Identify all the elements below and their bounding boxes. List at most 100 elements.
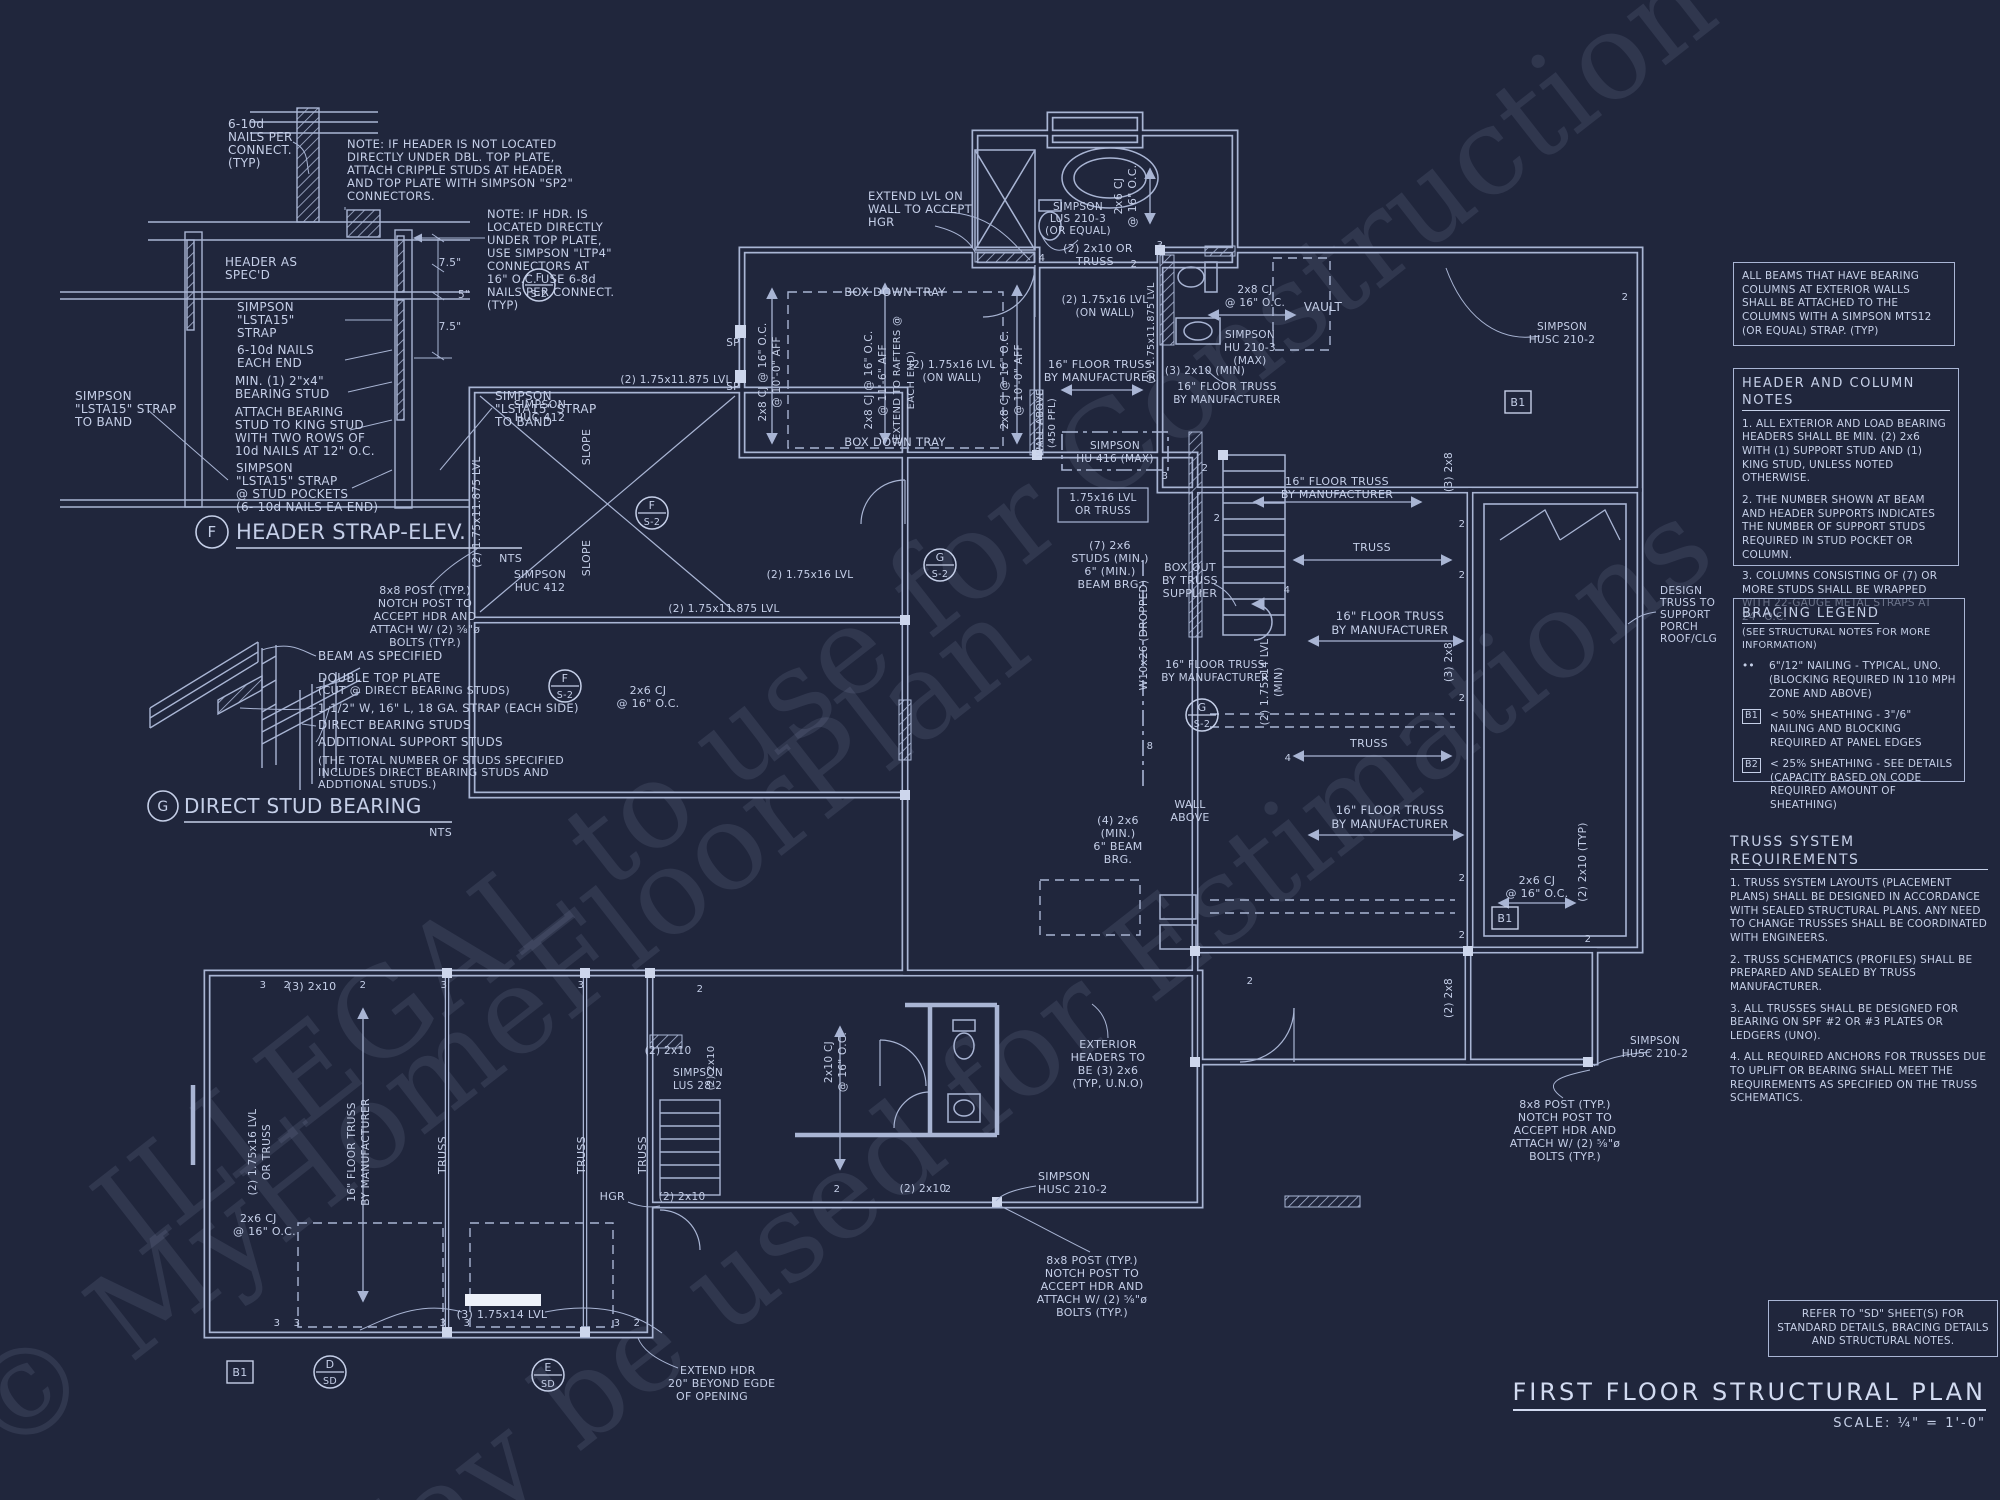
plan-label: CONNECTORS.: [347, 189, 435, 203]
svg-text:F: F: [562, 672, 569, 685]
plan-label: BOX OUT: [1164, 561, 1216, 574]
plan-label: TRUSS: [1352, 541, 1391, 554]
plan-label: 16" FLOOR TRUSS: [346, 1102, 358, 1201]
plan-label: TO BAND: [494, 415, 552, 429]
plan-label: (3) 2x10 (MIN): [1165, 365, 1245, 377]
bracing-legend: BRACING LEGEND (SEE STRUCTURAL NOTES FOR…: [1733, 598, 1965, 811]
legend-row: •• 6"/12" NAILING - TYPICAL, UNO. (BLOCK…: [1742, 660, 1956, 701]
plan-label: 3: [1157, 240, 1164, 251]
plan-label: ADDITIONAL SUPPORT STUDS: [318, 735, 503, 749]
plan-label: (2) 2x10: [900, 1183, 947, 1195]
svg-text:HEADER STRAP-ELEV.: HEADER STRAP-ELEV.: [236, 520, 466, 544]
beam-attachment-note-text: ALL BEAMS THAT HAVE BEARING COLUMNS AT E…: [1742, 270, 1932, 337]
plan-label: HU 416 (MAX): [1076, 453, 1154, 465]
detail-f-title: F HEADER STRAP-ELEV. NTS: [195, 515, 522, 565]
plan-label: 2x6 CJ: [240, 1212, 277, 1225]
detail-marker: GS-2: [1185, 698, 1219, 732]
plan-label: 16" FLOOR TRUSS: [1336, 803, 1444, 817]
svg-text:NTS: NTS: [499, 552, 522, 565]
bracing-legend-title: BRACING LEGEND: [1742, 606, 1880, 624]
plan-label: SLOPE: [580, 540, 593, 576]
plan-label: TRUSS: [436, 1136, 449, 1175]
plan-label: AND TOP PLATE WITH SIMPSON "SP2": [347, 176, 573, 190]
plan-label: 16" FLOOR TRUSS: [1285, 475, 1389, 488]
svg-text:SD: SD: [541, 1379, 555, 1390]
plan-label: 10d NAILS AT 12" O.C.: [235, 444, 375, 458]
titleblock: FIRST FLOOR STRUCTURAL PLAN SCALE: ¼" = …: [1512, 1378, 1986, 1431]
b2-symbol: B2: [1742, 758, 1761, 773]
note-item: 1. ALL EXTERIOR AND LOAD BEARING HEADERS…: [1742, 417, 1946, 485]
plan-label: SIMPSON: [1225, 329, 1275, 341]
plan-label: INCLUDES DIRECT BEARING STUDS AND: [318, 766, 549, 779]
plan-label: W10x26 (DROPPED): [1138, 580, 1150, 691]
svg-text:B1: B1: [1497, 912, 1512, 925]
plan-label: BE (3) 2x6: [1078, 1064, 1139, 1077]
plan-label: SIMPSON: [495, 389, 552, 403]
plan-label: "LSTA15" STRAP: [75, 402, 176, 416]
plan-label: HU 210-3: [1224, 342, 1276, 354]
plan-label: 8x8 POST (TYP.): [1519, 1098, 1610, 1111]
plan-label: (CUT @ DIRECT BEARING STUDS): [318, 684, 510, 697]
plan-label: 6" BEAM: [1093, 840, 1142, 853]
bracing-marker: B1: [226, 1360, 254, 1384]
plan-label: (2) 1.75x16 LVL: [247, 1109, 259, 1196]
plan-label: TRUSS: [1349, 737, 1388, 750]
note-item: 3. ALL TRUSSES SHALL BE DESIGNED FOR BEA…: [1730, 1002, 1959, 1042]
island-outline: [1039, 879, 1141, 936]
plan-label: (MAX): [1233, 355, 1266, 367]
plan-label: SUPPORT: [1660, 609, 1711, 621]
svg-text:S-2: S-2: [932, 569, 948, 580]
plan-label: 3: [260, 980, 267, 991]
plan-label: (2) 1.75x11.875 LVL: [471, 456, 483, 567]
sink: [1175, 317, 1221, 345]
box-down-tray-outline: [787, 291, 1004, 449]
plan-label: BY MANUFACTURER: [1281, 488, 1393, 501]
bracing-marker: B1: [1504, 390, 1532, 414]
detail-marker: FS-2: [635, 496, 669, 530]
svg-text:NTS: NTS: [429, 826, 452, 839]
detail-marker: GS-2: [923, 548, 957, 582]
plan-label: ACCEPT HDR AND: [1514, 1124, 1617, 1137]
plan-label: 3: [614, 1318, 621, 1329]
dropped-beam: [1061, 431, 1169, 790]
legend-text: 6"/12" NAILING - TYPICAL, UNO. (BLOCKING…: [1769, 660, 1956, 700]
plan-label: 3: [578, 980, 585, 991]
plan-label: SIMPSON: [1537, 321, 1587, 333]
svg-text:F: F: [208, 523, 217, 541]
stud-pockets: [442, 245, 1593, 1337]
sink: [947, 1093, 981, 1123]
plan-label: 3: [441, 980, 448, 991]
plan-label: STUD TO KING STUD: [235, 418, 364, 432]
plan-label: EACH END): [906, 351, 917, 410]
plan-label: 6" (MIN.): [1084, 565, 1135, 578]
highlighted-beam: [465, 1294, 541, 1306]
plan-label: @ 16" O.C.: [617, 697, 680, 710]
plan-label: BY TRUSS: [1162, 574, 1218, 587]
plan-label: ACCEPT HDR AND: [374, 610, 477, 623]
plan-label: TRUSS: [636, 1136, 649, 1175]
plan-label: (2) 2x10: [659, 1191, 706, 1203]
plan-label: 2x8 CJ @ 16" O.C.: [999, 331, 1011, 430]
plan-label: (2) 1.75x16 LVL: [1062, 294, 1149, 306]
stairs-basement: [659, 1099, 721, 1196]
plan-label: ATTACH W/ (2) ⅝"ø: [1510, 1137, 1621, 1150]
plan-label: SIMPSON: [237, 300, 294, 314]
plan-label: 1-1/2" W, 16" L, 18 GA. STRAP (EACH SIDE…: [318, 701, 579, 715]
plan-label: SP: [726, 337, 740, 349]
plan-label: SUPPLIER: [1163, 587, 1218, 600]
plan-label: BY MANUFACTURER: [1044, 371, 1156, 384]
detail-marker: DSD: [313, 1355, 347, 1389]
plan-label: (2) 1.75x14 LVL: [1259, 639, 1271, 726]
plan-label: EXTEND LVL ON: [868, 189, 963, 203]
detail-g-linework: [149, 641, 361, 790]
plan-label: 3: [294, 1318, 301, 1329]
plan-label: BEAM AS SPECIFIED: [318, 649, 443, 663]
plan-label: (MIN.): [1101, 827, 1136, 840]
plan-label: (2) 1.75x11.875 LVL: [620, 374, 731, 386]
plan-label: 2: [1247, 976, 1254, 987]
leader-lines: [359, 211, 1657, 1369]
plan-label: (OR EQUAL): [1045, 225, 1111, 237]
detail-g-title: G DIRECT STUD BEARING NTS: [147, 790, 452, 839]
